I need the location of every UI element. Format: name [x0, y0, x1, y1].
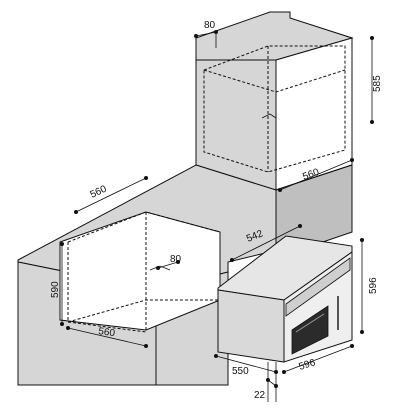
label-oven-body-depth: 550: [232, 366, 249, 377]
dim-dot: [350, 158, 354, 162]
upper-inner-floor: [203, 69, 346, 93]
dimension-labels: 80 585 560 560 590 560 80 542 596 550 59…: [50, 20, 383, 401]
dim-dot: [156, 266, 160, 270]
oven: [217, 235, 353, 363]
dim-dot: [60, 242, 64, 246]
label-lower-height: 590: [50, 281, 61, 298]
oven-window-reflection: [295, 313, 325, 333]
counter-right-wall: [275, 164, 353, 259]
dim-dot: [278, 188, 282, 192]
label-lower-width: 560: [98, 326, 116, 339]
label-lower-depth: 560: [89, 184, 109, 201]
dim-dot: [298, 224, 302, 228]
label-upper-top-gap: 80: [204, 20, 216, 31]
dim-dot: [274, 384, 278, 388]
lower-notch: [149, 265, 171, 271]
dim-dot: [360, 238, 364, 242]
dim-line-oven-width: [283, 345, 353, 373]
upper-inner-outline: [203, 45, 346, 173]
dim-dot: [370, 120, 374, 124]
upper-notch: [261, 113, 277, 119]
dim-dot: [282, 370, 286, 374]
dim-dot: [360, 330, 364, 334]
dim-line-lower-width: [67, 327, 147, 347]
oven-door-window: [291, 305, 329, 355]
label-lower-back-gap: 80: [170, 254, 182, 265]
dim-dot: [66, 326, 70, 330]
upper-cabinet: [195, 11, 354, 191]
dim-line-upper-width: [279, 159, 353, 191]
oven-control-panel: [285, 257, 351, 317]
label-oven-height: 596: [368, 277, 379, 294]
lower-inner-floor: [67, 299, 220, 323]
oven-side: [217, 289, 285, 363]
dim-dot: [370, 36, 374, 40]
dim-dot: [60, 322, 64, 326]
dim-dot: [214, 354, 218, 358]
label-oven-front-offset: 22: [254, 390, 266, 401]
dim-dot: [144, 176, 148, 180]
dim-dot: [230, 258, 234, 262]
dim-dot: [350, 344, 354, 348]
dim-dot: [266, 378, 270, 382]
dim-line-lower-depth: [75, 177, 147, 213]
dimension-lines: [60, 30, 374, 402]
dim-line-upper-top-gap: [195, 31, 217, 37]
label-upper-height: 585: [372, 75, 383, 92]
label-oven-width: 596: [298, 357, 318, 373]
dim-line-oven-body-depth: [215, 355, 277, 373]
lower-inner-top: [67, 211, 221, 243]
dim-dot: [176, 260, 180, 264]
dim-dot: [74, 210, 78, 214]
dim-line-lower-back-gap: [157, 261, 179, 269]
dim-dot: [144, 344, 148, 348]
dim-line-oven-depth: [231, 225, 301, 261]
